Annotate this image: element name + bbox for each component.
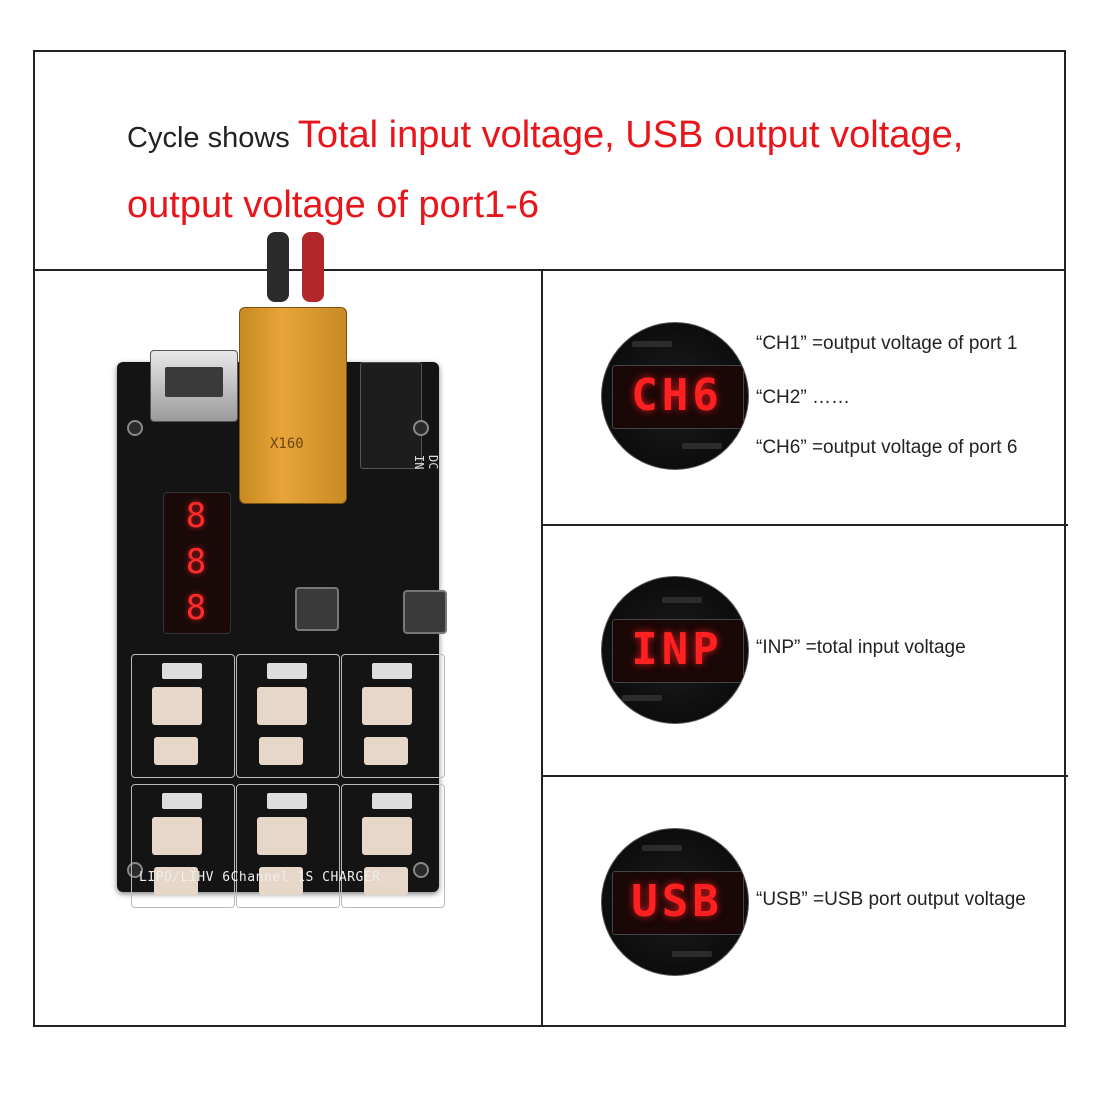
display-zoom-usb: USB xyxy=(601,828,749,976)
usb-port-icon xyxy=(150,350,238,422)
headline-highlight-line1: Total input voltage, USB output voltage, xyxy=(297,114,964,156)
inductor xyxy=(295,587,339,631)
inductor xyxy=(403,590,447,634)
charger-board-image: X160 DC IN 8 8 8 LIPO/LIHV 6Channel 1S C… xyxy=(117,232,447,908)
board-digit: 8 xyxy=(185,496,207,536)
dc-in-label: DC IN xyxy=(412,455,440,470)
display-zoom-ch6: CH6 xyxy=(601,322,749,470)
black-cable xyxy=(267,232,289,302)
dc-jack xyxy=(360,362,422,469)
board-seven-segment-display: 8 8 8 xyxy=(163,492,231,634)
charge-port-cell xyxy=(131,784,235,908)
charge-port-cell xyxy=(236,784,340,908)
panel2-line1: “INP” =total input voltage xyxy=(756,637,966,658)
display-readout: USB xyxy=(631,876,723,927)
red-cable xyxy=(302,232,324,302)
charge-port-cell xyxy=(131,654,235,778)
charge-port-cell xyxy=(236,654,340,778)
panel1-line1: “CH1” =output voltage of port 1 xyxy=(756,333,1018,354)
headline: Cycle shows Total input voltage, USB out… xyxy=(127,104,1047,236)
xt60-connector: X160 xyxy=(239,307,347,504)
panel3-line1: “USB” =USB port output voltage xyxy=(756,889,1026,910)
panel1-line3: “CH6” =output voltage of port 6 xyxy=(756,437,1018,458)
board-digit: 8 xyxy=(185,588,207,628)
board-caption: LIPO/LIHV 6Channel 1S CHARGER xyxy=(139,870,381,885)
charge-port-cell xyxy=(341,654,445,778)
mount-hole xyxy=(413,420,429,436)
board-digit: 8 xyxy=(185,542,207,582)
charge-port-cell xyxy=(341,784,445,908)
headline-highlight-line2: output voltage of port1-6 xyxy=(127,184,539,226)
display-readout: CH6 xyxy=(631,370,723,421)
mount-hole xyxy=(413,862,429,878)
mount-hole xyxy=(127,420,143,436)
row-divider-1 xyxy=(541,524,1068,526)
panel1-line2: “CH2” …… xyxy=(756,387,850,408)
display-readout: INP xyxy=(631,624,723,675)
display-zoom-inp: INP xyxy=(601,576,749,724)
column-divider xyxy=(541,269,543,1027)
header-divider xyxy=(35,269,1064,271)
headline-lead: Cycle shows xyxy=(127,122,298,154)
row-divider-2 xyxy=(541,775,1068,777)
xt60-label: X160 xyxy=(270,436,304,452)
